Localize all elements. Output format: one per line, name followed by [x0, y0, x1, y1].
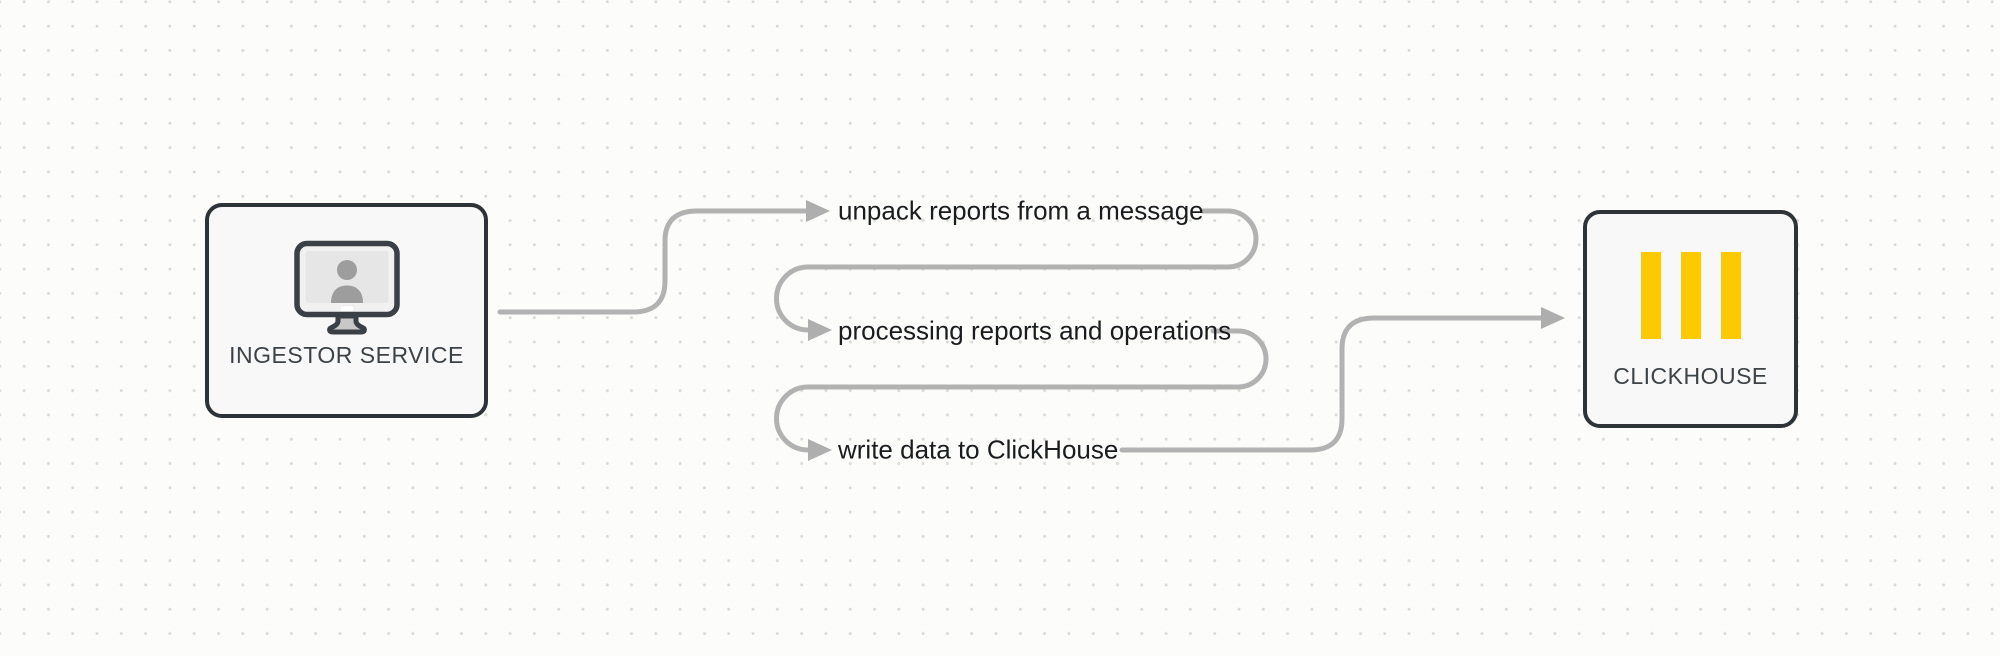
node-clickhouse[interactable]: CLICKHOUSE	[1583, 210, 1798, 428]
connector-ingestor-to-step1[interactable]	[497, 208, 809, 315]
clickhouse-bar	[1680, 252, 1701, 339]
clickhouse-bars-icon	[1640, 252, 1741, 339]
connector-step2-to-step3[interactable]	[774, 328, 1269, 453]
arrowhead-clickhouse-icon	[1541, 307, 1565, 329]
arrowhead-step1-icon	[806, 200, 830, 222]
monitor-user-icon	[293, 240, 400, 335]
clickhouse-bar	[1720, 252, 1741, 339]
clickhouse-label: CLICKHOUSE	[1613, 363, 1768, 389]
arrowhead-step2-icon	[808, 319, 832, 341]
connector-step3-to-clickhouse[interactable]	[1119, 315, 1544, 453]
step-label-processing-reports[interactable]: processing reports and operations	[838, 315, 1232, 346]
step-label-unpack-reports[interactable]: unpack reports from a message	[838, 195, 1204, 226]
clickhouse-bar	[1640, 252, 1661, 339]
step-label-write-data[interactable]: write data to ClickHouse	[838, 434, 1119, 465]
connector-step1-to-step2[interactable]	[774, 208, 1259, 333]
ingestor-service-label: INGESTOR SERVICE	[229, 342, 464, 368]
arrowhead-step3-icon	[808, 439, 832, 461]
node-ingestor-service[interactable]: INGESTOR SERVICE	[205, 203, 488, 418]
